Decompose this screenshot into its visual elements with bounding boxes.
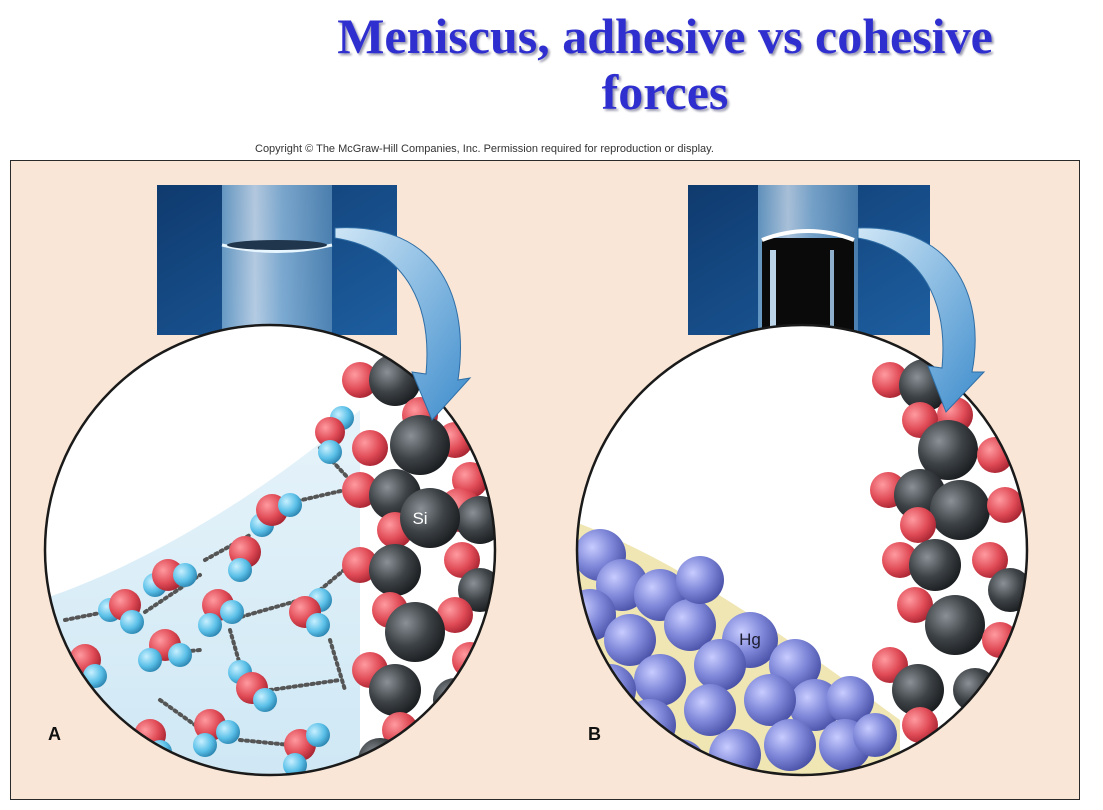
panel-label-a: A: [48, 724, 61, 744]
magnified-view-b: [575, 323, 1029, 777]
title-line-2: forces: [601, 64, 729, 120]
magnified-view-a: [43, 323, 497, 777]
silicon-atom-label: Si: [412, 509, 427, 528]
photo-water-tube: [157, 185, 397, 335]
magnify-arrow-a: [334, 227, 472, 421]
copyright-notice: Copyright © The McGraw-Hill Companies, I…: [255, 143, 714, 155]
panel-label-b: B: [588, 724, 601, 744]
title-line-1: Meniscus, adhesive vs cohesive: [337, 8, 993, 64]
photo-mercury-tube: [688, 185, 930, 335]
mercury-atom-label: Hg: [739, 630, 761, 649]
magnify-arrow-b: [857, 227, 986, 413]
page-title: Meniscus, adhesive vs cohesive forces: [230, 8, 1100, 120]
